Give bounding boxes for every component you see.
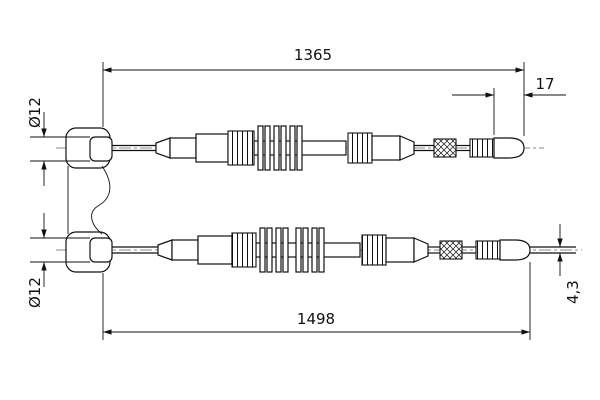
washer bbox=[318, 227, 325, 273]
taper-cone bbox=[413, 237, 429, 263]
spring-section bbox=[227, 130, 255, 166]
spring-section bbox=[231, 232, 257, 268]
bracket-web-right-edge bbox=[91, 165, 111, 235]
end-knurl bbox=[475, 240, 501, 260]
ferrule-cone bbox=[157, 239, 173, 261]
end-barrel bbox=[493, 137, 525, 159]
washer bbox=[282, 227, 289, 273]
upper-end-barrel-fitting bbox=[89, 136, 113, 162]
dimension-lower-diameter: Ø12 bbox=[26, 213, 90, 308]
end-barrel bbox=[499, 239, 531, 261]
washer bbox=[266, 227, 273, 273]
dimension-label-end-fitting: 17 bbox=[535, 75, 554, 93]
sleeve-cylinder bbox=[171, 239, 199, 261]
taper-cone bbox=[399, 135, 415, 161]
mounting-washers bbox=[259, 227, 325, 273]
crimp-connector bbox=[439, 240, 463, 260]
sleeve-cylinder bbox=[169, 137, 197, 159]
washer bbox=[264, 125, 271, 171]
washer bbox=[302, 227, 309, 273]
washer bbox=[311, 227, 318, 273]
dimension-cable-thickness: 4,3 bbox=[557, 224, 582, 304]
lower-cable-assembly bbox=[112, 227, 576, 273]
sleeve-cylinder bbox=[385, 237, 415, 263]
sleeve-cylinder bbox=[371, 135, 401, 161]
washer bbox=[295, 227, 302, 273]
washer bbox=[296, 125, 303, 171]
dimension-end-fitting: 17 bbox=[452, 75, 566, 135]
crimp-connector bbox=[433, 138, 457, 158]
spring-section bbox=[361, 234, 387, 266]
lower-end-barrel-fitting bbox=[89, 237, 113, 263]
washer bbox=[280, 125, 287, 171]
upper-cable-assembly bbox=[112, 125, 525, 171]
mounting-washers bbox=[257, 125, 303, 171]
washer bbox=[259, 227, 266, 273]
ferrule-cone bbox=[155, 137, 171, 159]
washer bbox=[273, 125, 280, 171]
washer bbox=[289, 125, 296, 171]
adjuster-body bbox=[197, 235, 233, 265]
dimension-label-lower-diameter: Ø12 bbox=[26, 277, 44, 308]
dimension-upper-length: 1365 bbox=[102, 46, 525, 136]
washer bbox=[275, 227, 282, 273]
dimension-lower-length: 1498 bbox=[102, 262, 531, 340]
washer bbox=[257, 125, 264, 171]
adjuster-body bbox=[195, 133, 229, 163]
dimension-label-lower-length: 1498 bbox=[297, 310, 335, 328]
dimension-label-upper-diameter: Ø12 bbox=[26, 97, 44, 128]
dimension-label-upper-length: 1365 bbox=[294, 46, 332, 64]
dimension-upper-diameter: Ø12 bbox=[26, 97, 90, 186]
end-knurl bbox=[469, 138, 495, 158]
dimension-label-cable-thickness: 4,3 bbox=[564, 280, 582, 304]
spring-section bbox=[347, 132, 373, 164]
